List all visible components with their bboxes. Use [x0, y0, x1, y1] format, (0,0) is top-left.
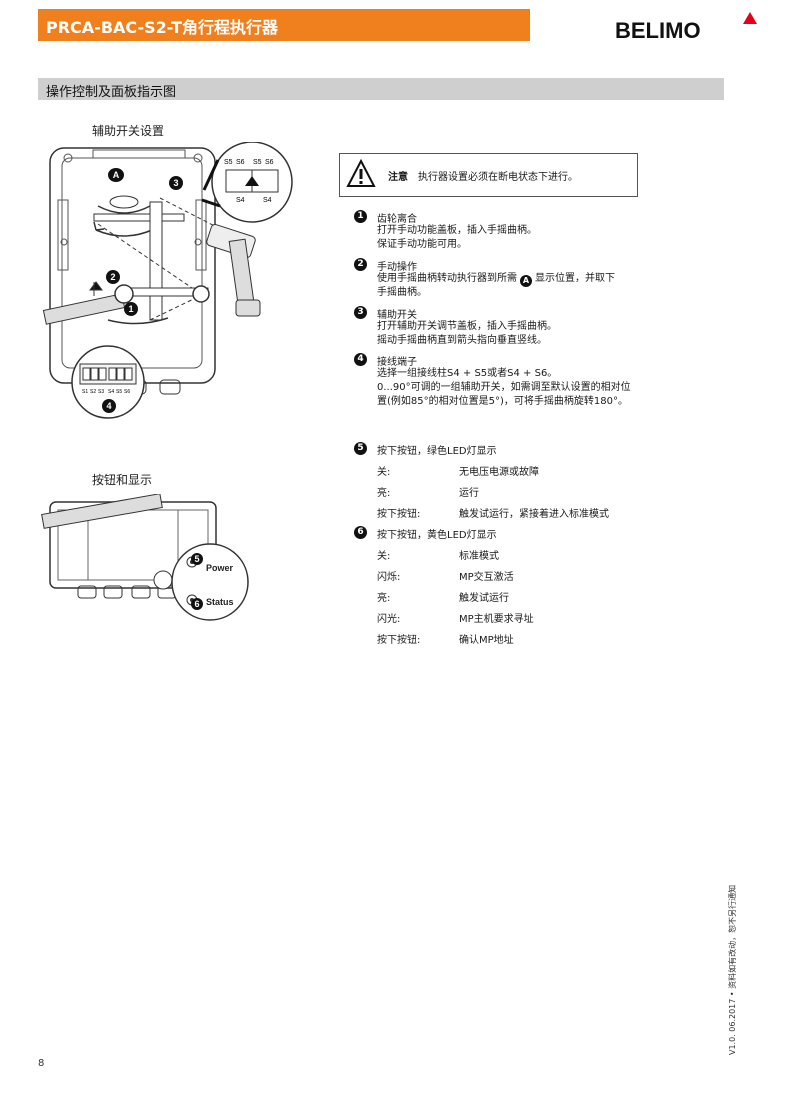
- step-badge: 3: [354, 306, 367, 319]
- step-line: 手摇曲柄。: [377, 287, 427, 298]
- figure1-heading: 辅助开关设置: [92, 124, 165, 138]
- step-line: 保证手动功能可用。: [377, 239, 467, 250]
- document-title: PRCA-BAC-S2-T角行程执行器: [46, 18, 279, 37]
- step-title: 齿轮离合: [377, 214, 417, 225]
- step-line: 打开辅助开关调节盖板，插入手摇曲柄。: [377, 321, 557, 332]
- step-line: 选择一组接线柱S4 + S5或者S4 + S6。: [377, 368, 558, 379]
- svg-text:S4: S4: [108, 389, 114, 395]
- step-badge: 6: [354, 526, 367, 539]
- button-display-figure: 5 6 Power Status: [41, 494, 249, 621]
- svg-text:BELIMO: BELIMO: [615, 18, 701, 42]
- step-line: 摇动手摇曲柄直到箭头指向垂直竖线。: [377, 335, 547, 346]
- svg-text:Power: Power: [206, 563, 234, 573]
- svg-text:S1: S1: [82, 389, 88, 395]
- ref-a-badge: A: [520, 275, 532, 287]
- svg-text:S6: S6: [236, 159, 245, 166]
- svg-text:S6: S6: [124, 389, 130, 395]
- svg-text:S5: S5: [253, 159, 262, 166]
- step-badge: 4: [354, 353, 367, 366]
- version-note: V1.0. 06.2017 • 资料如有改动，恕不另行通知: [728, 884, 737, 1055]
- step-title: 辅助开关: [377, 310, 417, 321]
- svg-text:3: 3: [173, 178, 178, 188]
- step-badge: 5: [354, 442, 367, 455]
- svg-text:S4: S4: [236, 197, 245, 204]
- svg-text:S5: S5: [116, 389, 122, 395]
- svg-text:A: A: [113, 170, 120, 180]
- svg-text:1: 1: [128, 304, 133, 314]
- svg-text:S5: S5: [224, 159, 233, 166]
- warning-icon: [346, 159, 376, 187]
- svg-text:4: 4: [106, 401, 111, 411]
- svg-text:S2: S2: [90, 389, 96, 395]
- svg-text:6: 6: [194, 599, 199, 609]
- notice-box: 注意执行器设置必须在断电状态下进行。: [339, 153, 638, 197]
- belimo-logo: BELIMO: [615, 12, 757, 42]
- svg-text:S4: S4: [263, 197, 272, 204]
- notice-text: 注意执行器设置必须在断电状态下进行。: [388, 168, 578, 183]
- step-title: 按下按钮，绿色LED灯显示: [377, 446, 497, 457]
- notice-label: 注意: [388, 172, 408, 183]
- step-line: 0...90°可调的一组辅助开关，如需调至默认设置的相对位: [377, 382, 631, 393]
- step-badge: 2: [354, 258, 367, 271]
- svg-text:S3: S3: [98, 389, 104, 395]
- svg-text:Status: Status: [206, 597, 234, 607]
- section-bar: 操作控制及面板指示图: [38, 78, 724, 100]
- step-line: 打开手动功能盖板，插入手摇曲柄。: [377, 225, 537, 236]
- step-title: 手动操作: [377, 262, 417, 273]
- aux-switch-figure: S5 S6 S5 S6 S4 S4 S1 S2 S3 S4 S5 S6 A 3 …: [42, 142, 293, 419]
- step-badge: 1: [354, 210, 367, 223]
- step-line: 置(例如85°的相对位置是5°)，可将手摇曲柄旋转180°。: [377, 396, 628, 407]
- notice-message: 执行器设置必须在断电状态下进行。: [418, 172, 578, 183]
- svg-text:2: 2: [110, 272, 115, 282]
- header-bar: PRCA-BAC-S2-T角行程执行器: [38, 9, 530, 41]
- figure2-heading: 按钮和显示: [92, 473, 153, 487]
- page-number: 8: [38, 1058, 45, 1069]
- section-title: 操作控制及面板指示图: [46, 85, 177, 100]
- step-title: 接线端子: [377, 357, 417, 368]
- step-title: 按下按钮，黄色LED灯显示: [377, 530, 497, 541]
- svg-text:5: 5: [194, 554, 199, 564]
- svg-text:S6: S6: [265, 159, 274, 166]
